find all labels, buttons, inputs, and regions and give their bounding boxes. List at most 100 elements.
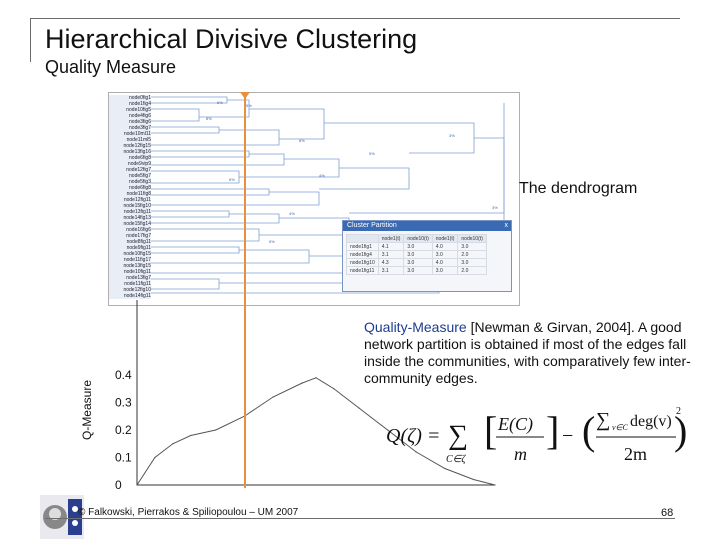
dendrogram-cut-line <box>244 96 246 488</box>
dendrogram-tree: 6%5% 8%6% 5%3% 4%6% 4%5% 3%2% <box>151 96 505 294</box>
dendrogram-node-label: node17fig7 <box>109 233 151 239</box>
q-measure-data-point <box>154 456 156 459</box>
formula-minus: − <box>562 425 573 447</box>
cut-marker-icon <box>240 92 250 99</box>
table-cell: 4.3 <box>377 258 405 267</box>
formula-paren-left: ( <box>582 408 595 453</box>
formula-paren-right: ) <box>674 408 686 453</box>
dendrogram-node-label: node5fig7 <box>109 173 151 179</box>
q-measure-data-point <box>472 478 475 481</box>
q-measure-data-point <box>136 484 138 486</box>
q-measure-chart: 0.40.30.20.10 <box>115 300 496 492</box>
title-frame-top <box>30 18 680 19</box>
table-cell: 3.0 <box>403 242 433 251</box>
formula-2m: 2m <box>624 444 647 464</box>
svg-text:3%: 3% <box>449 133 455 138</box>
q-measure-data-point <box>415 451 417 453</box>
svg-text:4%: 4% <box>289 211 295 216</box>
table-cell: 4.0 <box>431 242 459 251</box>
table-cell: 4.1 <box>377 242 405 251</box>
dendrogram-node-label: node14fig13 <box>109 215 151 221</box>
y-tick-label: 0.1 <box>115 451 132 465</box>
svg-text:6%: 6% <box>229 177 235 182</box>
formula-exponent: 2 <box>676 406 681 417</box>
svg-text:4%: 4% <box>319 173 325 178</box>
formula-bracket-left: [ <box>484 408 497 453</box>
dendrogram-node-label: node4fig6 <box>109 113 151 119</box>
svg-text:5%: 5% <box>369 151 375 156</box>
cluster-partition-window[interactable]: Cluster Partition x node1(t)node10(t)nod… <box>342 220 512 292</box>
dendrogram-node-label: node11fig8 <box>109 191 151 197</box>
q-measure-data-point <box>272 396 274 398</box>
dendrogram-node-label: node13fig11 <box>109 209 151 215</box>
svg-text:3%: 3% <box>492 205 498 210</box>
dendrogram-node-label: node3fig7 <box>109 125 151 131</box>
table-cell: 2.0 <box>457 250 487 259</box>
table-cell: 3.0 <box>403 258 433 267</box>
quality-measure-term: Quality-Measure <box>364 319 467 335</box>
page-number: 68 <box>661 507 674 519</box>
dendrogram-node-label: node16fig6 <box>109 227 151 233</box>
quality-measure-description: Quality-Measure [Newman & Girvan, 2004].… <box>364 319 694 387</box>
dendrogram-node-label: node10fig11 <box>109 269 151 275</box>
dendrogram-node-label: node6fig8 <box>109 155 151 161</box>
table-cell: node1fig1 <box>346 242 379 251</box>
table-cell: node1fig4 <box>346 250 379 259</box>
dendrogram-node-label: node12fig15 <box>109 143 151 149</box>
dendrogram-node-label: node12fig11 <box>109 197 151 203</box>
quality-measure-text: [Newman & Girvan, 2004]. A good network … <box>364 319 691 386</box>
dendrogram-node-label: node11fig17 <box>109 257 151 263</box>
table-cell: node10(t) <box>457 234 487 243</box>
dendrogram-node-label: node3fig6 <box>109 119 151 125</box>
dendrogram-node-label: node15fig14 <box>109 221 151 227</box>
dendrogram-node-label: node11ml5 <box>109 137 151 143</box>
svg-text:5%: 5% <box>269 239 275 244</box>
table-cell: 4.0 <box>431 258 459 267</box>
formula-sum-subscript: C∈ζ <box>446 454 466 465</box>
table-cell: node10(t) <box>403 234 433 243</box>
table-cell: 3.0 <box>403 266 433 275</box>
dendrogram-node-label: node12fig7 <box>109 167 151 173</box>
table-cell <box>346 234 379 243</box>
q-measure-data-point <box>172 443 174 445</box>
q-measure-data-point <box>315 377 317 379</box>
table-cell: node1(t) <box>377 234 405 243</box>
title-frame-left <box>30 18 31 62</box>
dendrogram-node-label: node5fig3 <box>109 179 151 185</box>
q-measure-data-point <box>358 407 360 409</box>
formula-m: m <box>514 444 527 464</box>
dendrogram-node-label: node0fig1 <box>109 95 151 101</box>
dendrogram-caption: The dendrogram <box>519 180 638 197</box>
formula-inner-sum: ∑ <box>596 409 610 431</box>
table-cell: 3.0 <box>457 242 487 251</box>
footer-copyright: © Falkowski, Pierrakos & Spiliopoulou – … <box>78 507 299 518</box>
dendrogram-node-label: node1fig4 <box>109 101 151 107</box>
dendrogram-node-label: node13fig7 <box>109 275 151 281</box>
footer-frame <box>45 518 675 519</box>
dendrogram-node-label: node10ml11 <box>109 131 151 137</box>
emblem-icon <box>68 499 82 535</box>
dendrogram-node-label: node6fig8 <box>109 185 151 191</box>
q-measure-data-point <box>387 429 389 431</box>
dendrogram-node-label: node11fig11 <box>109 281 151 287</box>
formula-sum: ∑ <box>448 420 468 451</box>
dendrogram-node-label: node10fig5 <box>109 107 151 113</box>
table-row: node1(t)node10(t)node1(t)node10(t) <box>346 234 487 243</box>
dendrogram-node-label: node9fig11 <box>109 245 151 251</box>
q-measure-data-point <box>301 382 303 384</box>
formula-lhs: Q(ζ) = <box>386 425 440 447</box>
table-cell: 3.0 <box>431 266 459 275</box>
university-logo <box>40 495 84 539</box>
q-measure-data-point <box>333 388 335 390</box>
y-tick-label: 0.4 <box>115 368 132 382</box>
window-title: Cluster Partition <box>343 221 511 231</box>
q-measure-series-line <box>136 377 496 486</box>
dendrogram-node-label: node13fig15 <box>109 263 151 269</box>
dendrogram-node-label: node8fig11 <box>109 239 151 245</box>
y-axis-label: Q-Measure <box>80 379 94 441</box>
close-icon[interactable]: x <box>504 222 509 229</box>
